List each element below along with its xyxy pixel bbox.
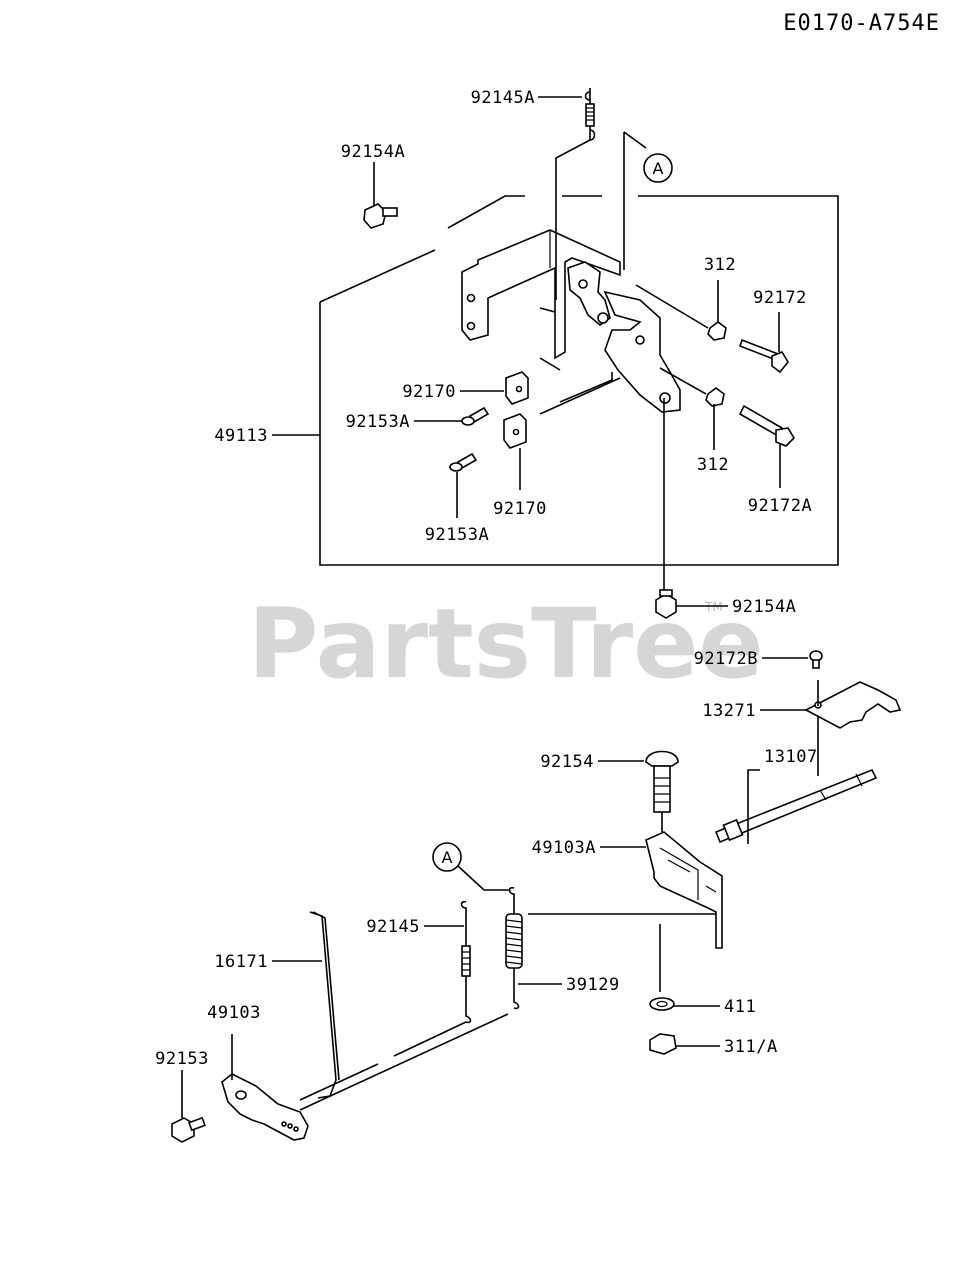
label-92172: 92172	[753, 288, 807, 308]
watermark-tm: TM	[704, 600, 723, 614]
label-16171: 16171	[214, 952, 268, 972]
nut-312-bot	[705, 387, 725, 407]
bolt-92172A	[738, 404, 796, 447]
nut-312-top	[707, 321, 727, 341]
spring-92145	[460, 900, 472, 1024]
rod-16171	[309, 911, 340, 1099]
spring-39129	[505, 886, 523, 1010]
callout-A-bottom-text: A	[442, 848, 453, 867]
label-49103A: 49103A	[532, 838, 596, 858]
label-13107: 13107	[764, 747, 818, 767]
label-92172A: 92172A	[748, 496, 812, 516]
choke-lever	[603, 290, 681, 413]
callout-A-top-text: A	[653, 159, 664, 178]
label-92170-bot: 92170	[493, 499, 547, 519]
label-411: 411	[724, 997, 756, 1017]
label-92153: 92153	[155, 1049, 209, 1069]
throttle-lever	[567, 261, 611, 327]
pivot-hole	[578, 279, 588, 289]
label-92154: 92154	[540, 752, 594, 772]
callout-A-bottom	[432, 842, 462, 872]
control-bracket	[461, 229, 621, 360]
screw-92172B	[809, 650, 823, 669]
label-311A: 311/A	[724, 1037, 778, 1057]
label-92170-top: 92170	[402, 382, 456, 402]
watermark-brand: PartsTree	[248, 588, 763, 700]
label-92172B: 92172B	[694, 649, 758, 669]
bolt-92172	[739, 338, 789, 374]
spring-92145A	[585, 103, 595, 127]
label-312-bot: 312	[697, 455, 729, 475]
washer-411	[649, 997, 675, 1011]
label-49113: 49113	[214, 426, 268, 446]
diagram-code: E0170-A754E	[783, 11, 940, 36]
label-39129: 39129	[566, 975, 620, 995]
screw-92153A-mid	[461, 406, 490, 426]
label-92153A-mid: 92153A	[346, 412, 410, 432]
assembly-bracket-49113	[319, 195, 839, 566]
label-92145A: 92145A	[471, 88, 535, 108]
pivot-hole	[635, 335, 645, 345]
label-312-top: 312	[704, 255, 736, 275]
callout-A-top	[643, 153, 673, 183]
label-92154A-bot: 92154A	[732, 597, 796, 617]
label-92154A-top: 92154A	[341, 142, 405, 162]
bracket-49103A	[645, 831, 723, 949]
bracket-hole	[466, 321, 476, 331]
bracket-hole	[466, 293, 476, 303]
label-92145: 92145	[366, 917, 420, 937]
shaft-13107	[714, 768, 878, 844]
label-92153A-bot: 92153A	[425, 525, 489, 545]
plate-13271	[804, 681, 902, 729]
label-13271: 13271	[702, 701, 756, 721]
pivot-bolt	[597, 312, 609, 324]
screw-92153A-bot	[449, 452, 478, 472]
bolt-92154A-top	[363, 203, 398, 229]
label-49103: 49103	[207, 1003, 261, 1023]
carriage-bolt-92154	[645, 750, 679, 813]
bolt-92153	[171, 1116, 206, 1143]
nut-311A	[649, 1033, 677, 1055]
lever-hole	[659, 392, 671, 404]
bolt-92154A-bot	[655, 589, 677, 619]
